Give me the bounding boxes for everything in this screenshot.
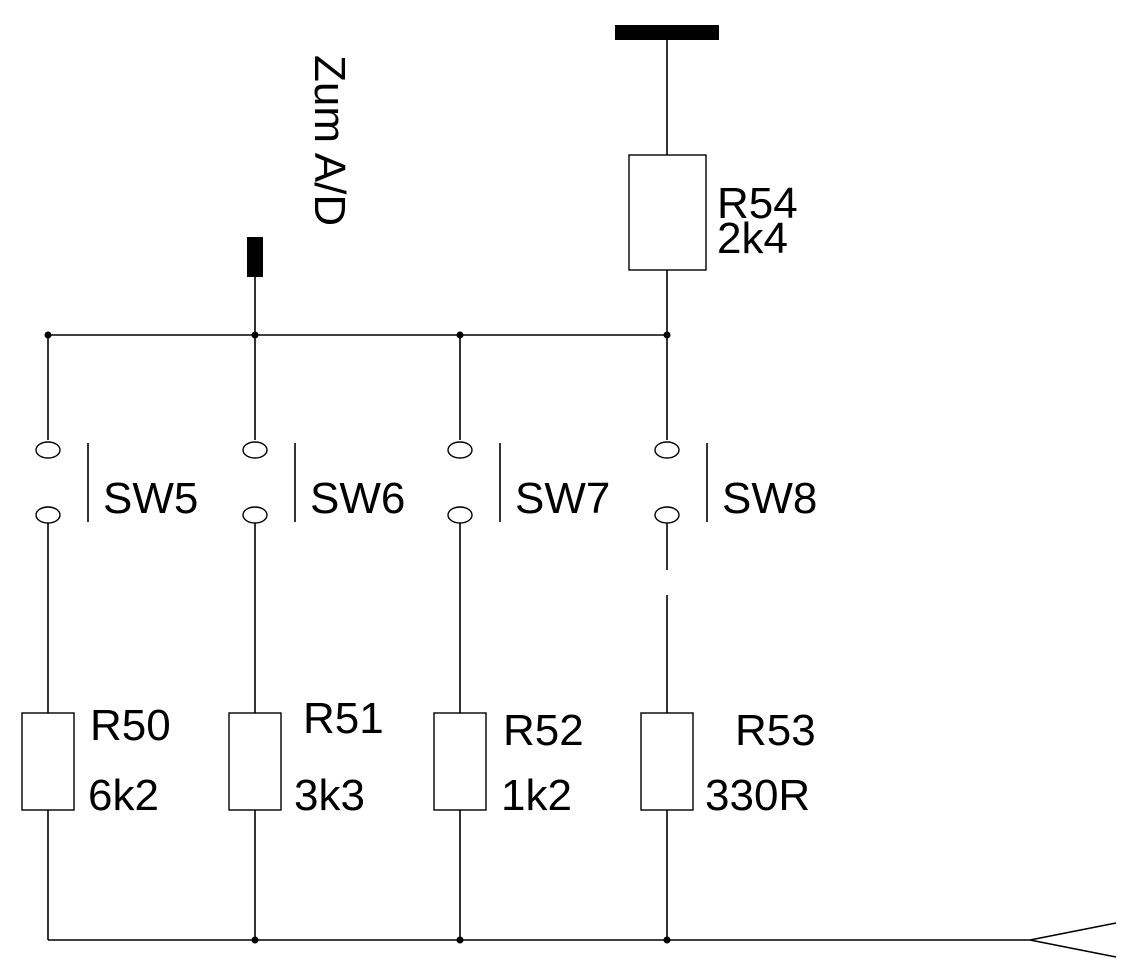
resistor-r50-body (21, 712, 75, 811)
sw6-lower-contact (242, 506, 268, 524)
sw5-lower-contact (35, 506, 61, 524)
sw5-label: SW5 (103, 474, 198, 523)
sw7-lower-contact (447, 506, 473, 524)
r54-value-label: 2k4 (717, 214, 788, 263)
output-arrow-icon (1029, 922, 1117, 958)
resistor-r51-body (228, 712, 282, 811)
sw6-label: SW6 (310, 474, 405, 523)
sw7-label: SW7 (515, 474, 610, 523)
r52-ref-label: R52 (503, 706, 584, 755)
r54-ref-label: R54 (717, 179, 798, 228)
r50-value-label: 6k2 (88, 771, 159, 820)
r51-ref-label: R51 (303, 694, 384, 743)
resistor-r54-body (628, 154, 707, 271)
sw8-label: SW8 (722, 474, 817, 523)
sw6-upper-contact (242, 441, 268, 459)
r53-ref-label: R53 (735, 706, 816, 755)
resistor-r52-body (433, 712, 487, 811)
r51-value-label: 3k3 (294, 771, 365, 820)
sw7-upper-contact (447, 441, 473, 459)
ad-label: Zum A/D (305, 55, 354, 226)
supply-rail-bar (615, 25, 719, 40)
r52-value-label: 1k2 (501, 771, 572, 820)
sw5-upper-contact (35, 441, 61, 459)
sw8-upper-contact (654, 441, 680, 459)
ad-connector-bar (247, 237, 263, 277)
sw8-lower-contact (654, 506, 680, 524)
r53-value-label: 330R (705, 771, 810, 820)
r50-ref-label: R50 (90, 701, 171, 750)
resistor-r53-body (640, 712, 694, 811)
